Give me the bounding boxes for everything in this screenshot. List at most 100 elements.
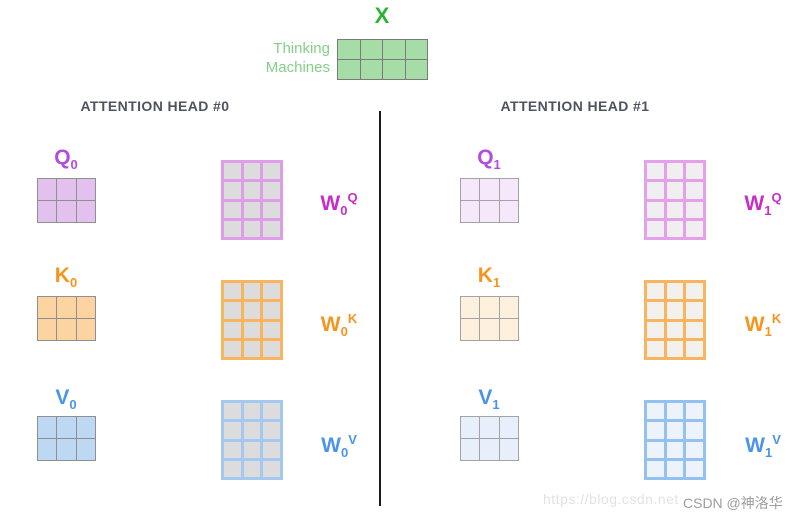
matrix-cell [666,302,684,319]
matrix-cell [224,182,241,199]
matrix-cell [57,201,76,222]
matrix-cell [224,321,241,338]
matrix-cell [243,441,261,458]
w1v-label: W1V [725,432,801,460]
input-matrix-title: X [374,3,390,28]
q1-label-base: Q [477,146,494,169]
v0-label-sub: 0 [69,397,77,413]
k0-label-sub: 0 [69,275,78,291]
v0-matrix [37,416,96,461]
v0-label: V0 [36,386,96,412]
matrix-cell [338,40,360,59]
matrix-cell [647,163,664,180]
matrix-cell [38,297,57,318]
w0q-label-sup: Q [347,190,358,205]
matrix-cell [243,321,261,338]
w1k-label-base: W [744,313,765,336]
attention-head-1-title: ATTENTION HEAD #1 [500,98,650,114]
matrix-cell [499,297,518,318]
matrix-cell [480,319,499,340]
matrix-cell [38,439,57,460]
v1-label: V1 [459,386,519,412]
matrix-cell [666,422,684,439]
matrix-cell [57,319,76,340]
matrix-cell [243,403,261,420]
w1v-weight-matrix [644,400,706,480]
matrix-cell [38,319,57,340]
matrix-cell [499,179,518,200]
matrix-cell [461,297,480,318]
matrix-cell [243,201,261,218]
matrix-cell [224,220,241,237]
matrix-cell [647,441,664,458]
v0-label-base: V [55,386,70,409]
matrix-cell [263,283,280,300]
matrix-cell [360,60,382,79]
w0k-weight-matrix [221,280,283,360]
matrix-cell [686,283,703,300]
matrix-cell [76,297,95,318]
w0k-label-sup: K [347,311,358,326]
input-embedding-matrix [337,39,428,80]
matrix-cell [686,441,703,458]
v1-label-base: V [478,386,493,409]
matrix-cell [461,201,480,222]
w1k-label: W1K [725,311,801,339]
matrix-cell [263,460,280,477]
matrix-cell [38,417,57,438]
matrix-cell [243,182,261,199]
matrix-cell [499,439,518,460]
matrix-cell [686,422,703,439]
matrix-cell [224,163,241,180]
matrix-cell [461,179,480,200]
matrix-cell [647,201,664,218]
matrix-cell [224,201,241,218]
matrix-cell [243,422,261,439]
w1q-label-sup: Q [771,190,782,205]
attention-head-0-title: ATTENTION HEAD #0 [80,98,230,114]
w0k-label-base: W [320,313,341,336]
w0k-label-sub: 0 [340,324,348,340]
w0q-weight-matrix [221,160,283,240]
matrix-cell [666,201,684,218]
w1q-label: W1Q [725,190,801,218]
matrix-cell [243,283,261,300]
matrix-cell [263,182,280,199]
w0v-label-sub: 0 [340,445,349,461]
k1-label: K1 [459,264,519,290]
matrix-cell [263,302,280,319]
matrix-cell [666,460,684,477]
matrix-cell [224,340,241,357]
v1-label-sub: 1 [492,397,500,413]
matrix-cell [263,220,280,237]
matrix-cell [647,302,664,319]
k1-label-sub: 1 [492,275,501,291]
w1v-label-sub: 1 [764,445,773,461]
matrix-cell [263,201,280,218]
matrix-cell [57,297,76,318]
matrix-cell [383,40,405,59]
matrix-cell [647,340,664,357]
matrix-cell [76,319,95,340]
input-row-labels: Thinking Machines [225,39,330,77]
matrix-cell [383,60,405,79]
matrix-cell [666,283,684,300]
matrix-cell [686,340,703,357]
matrix-cell [686,220,703,237]
matrix-cell [666,403,684,420]
matrix-cell [76,417,95,438]
matrix-cell [243,163,261,180]
matrix-cell [57,179,76,200]
input-row-label-thinking: Thinking [273,40,330,57]
w1k-label-sup: K [771,311,782,326]
matrix-cell [243,340,261,357]
matrix-cell [338,60,360,79]
input-row-label-machines: Machines [265,59,330,76]
matrix-cell [243,220,261,237]
matrix-cell [666,163,684,180]
matrix-cell [499,201,518,222]
k1-matrix [460,296,519,341]
matrix-cell [263,340,280,357]
w1q-weight-matrix [644,160,706,240]
